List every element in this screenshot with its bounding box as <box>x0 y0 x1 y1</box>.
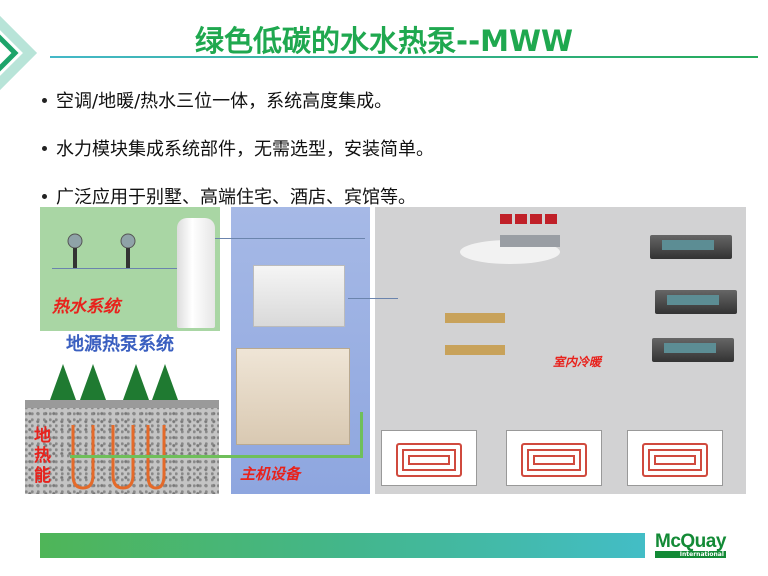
fan-coil-unit-icon <box>655 290 737 314</box>
geothermal-char: 热 <box>34 446 51 466</box>
pipe <box>215 238 365 239</box>
tree-icon <box>50 364 76 400</box>
indoor-label: 室内冷暖 <box>553 355 602 369</box>
ground-source-label: 地源热泵系统 <box>66 334 174 355</box>
ground-surface <box>25 400 219 408</box>
bullet-dot-icon <box>42 97 47 103</box>
bullet-item: 水力模块集成系统部件，无需选型，安装简单。 <box>42 124 434 172</box>
tree-icon <box>123 364 149 400</box>
bullet-text: 空调/地暖/热水三位一体，系统高度集成。 <box>56 91 393 112</box>
hot-water-label: 热水系统 <box>52 297 120 317</box>
ground-loop-pipe <box>70 455 362 458</box>
geothermal-char: 能 <box>34 466 51 486</box>
floor-manifold-icon <box>445 313 505 355</box>
pipe <box>348 298 398 299</box>
bullet-item: 广泛应用于别墅、高端住宅、酒店、宾馆等。 <box>42 172 434 220</box>
ground-section <box>25 400 219 494</box>
chevron-decoration-icon <box>0 15 38 91</box>
pipe <box>52 268 177 269</box>
bullet-list: 空调/地暖/热水三位一体，系统高度集成。 水力模块集成系统部件，无需选型，安装简… <box>42 76 434 220</box>
water-module-unit-icon <box>236 348 350 445</box>
floor-heating-loop-icon <box>627 430 723 486</box>
ground-loop-pipe <box>360 412 363 458</box>
tree-icon <box>152 364 178 400</box>
heat-pump-unit-icon <box>253 265 345 327</box>
logo-text: McQuay <box>655 531 726 552</box>
water-tank-icon <box>177 218 215 328</box>
fan-coil-unit-icon <box>652 338 734 362</box>
fan-coil-unit-icon <box>650 235 732 259</box>
bullet-dot-icon <box>42 145 47 151</box>
geothermal-label: 地 热 能 <box>34 426 51 486</box>
bullet-item: 空调/地暖/热水三位一体，系统高度集成。 <box>42 76 434 124</box>
geothermal-char: 地 <box>34 426 51 446</box>
ground-loop-icon <box>71 425 166 490</box>
slide-title: 绿色低碳的水水热泵--MWW <box>195 24 573 58</box>
manifold-icon <box>460 214 560 264</box>
logo-subtext: International <box>655 551 726 558</box>
main-unit-label: 主机设备 <box>240 465 301 483</box>
bullet-dot-icon <box>42 193 47 199</box>
title-underline <box>50 56 758 58</box>
floor-heating-loop-icon <box>381 430 477 486</box>
bullet-text: 水力模块集成系统部件，无需选型，安装简单。 <box>56 139 434 160</box>
bullet-text: 广泛应用于别墅、高端住宅、酒店、宾馆等。 <box>56 187 416 208</box>
footer-bar <box>40 533 645 558</box>
floor-heating-loop-icon <box>506 430 602 486</box>
tree-icon <box>80 364 106 400</box>
shower-heads-icon <box>67 233 136 268</box>
mcquay-logo: McQuay International <box>655 531 726 558</box>
